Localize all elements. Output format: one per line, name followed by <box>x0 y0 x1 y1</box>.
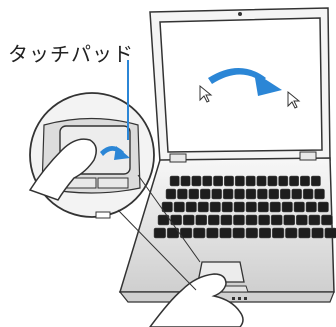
keyboard-key <box>270 202 281 212</box>
keyboard-key <box>221 215 232 225</box>
keyboard-key <box>280 189 290 199</box>
keyboard-key <box>299 228 311 238</box>
keyboard-key <box>318 202 329 212</box>
keyboard-key <box>246 176 255 186</box>
keyboard-key <box>224 176 233 186</box>
keyboard-key <box>309 215 320 225</box>
keyboard-key <box>321 215 332 225</box>
keyboard-key <box>213 176 222 186</box>
keyboard-key <box>174 202 185 212</box>
keyboard-key <box>203 176 212 186</box>
keyboard-key <box>189 189 199 199</box>
keyboard-key <box>271 215 282 225</box>
keyboard-key <box>246 202 257 212</box>
keyboard-key <box>285 228 297 238</box>
keyboard-key <box>296 215 307 225</box>
keyboard-key <box>259 215 270 225</box>
keyboard-key <box>279 176 288 186</box>
keyboard-key <box>257 176 266 186</box>
keyboard-key <box>259 228 271 238</box>
keyboard-key <box>233 228 245 238</box>
keyboard-key <box>200 189 210 199</box>
keyboard-key <box>192 176 201 186</box>
keyboard-key <box>181 176 190 186</box>
keyboard-key <box>325 228 336 238</box>
keyboard-key <box>196 215 207 225</box>
keyboard-key <box>223 189 233 199</box>
keyboard-key <box>246 215 257 225</box>
keyboard-key <box>207 228 219 238</box>
keyboard-key <box>154 228 166 238</box>
keyboard-key <box>257 189 267 199</box>
laptop-lid <box>150 8 330 162</box>
keyboard-key <box>300 176 309 186</box>
magnified-touchpad <box>30 93 154 218</box>
keyboard-key <box>234 202 245 212</box>
keyboard-key <box>193 228 205 238</box>
keyboard-key <box>282 202 293 212</box>
keyboard-key <box>235 189 245 199</box>
keyboard-key <box>186 202 197 212</box>
keyboard-key <box>311 176 320 186</box>
keyboard-key <box>284 215 295 225</box>
keyboard-key <box>170 176 179 186</box>
keyboard-key <box>177 189 187 199</box>
keyboard-key <box>222 202 233 212</box>
keyboard-key <box>235 176 244 186</box>
keyboard-key <box>258 202 269 212</box>
keyboard-key <box>246 189 256 199</box>
keyboard-key <box>198 202 209 212</box>
keyboard-key <box>233 215 244 225</box>
keyboard-key <box>269 189 279 199</box>
keyboard-key <box>183 215 194 225</box>
keyboard-key <box>272 228 284 238</box>
keyboard-key <box>292 189 302 199</box>
keyboard-key <box>306 202 317 212</box>
keyboard-key <box>220 228 232 238</box>
keyboard-key <box>268 176 277 186</box>
keyboard-key <box>303 189 313 199</box>
keyboard-key <box>210 202 221 212</box>
keyboard-key <box>289 176 298 186</box>
keyboard-key <box>294 202 305 212</box>
keyboard-key <box>212 189 222 199</box>
keyboard-key <box>208 215 219 225</box>
keyboard-key <box>166 189 176 199</box>
keyboard-key <box>315 189 325 199</box>
keyboard-key <box>312 228 324 238</box>
keyboard-key <box>246 228 258 238</box>
status-lights <box>232 297 247 300</box>
